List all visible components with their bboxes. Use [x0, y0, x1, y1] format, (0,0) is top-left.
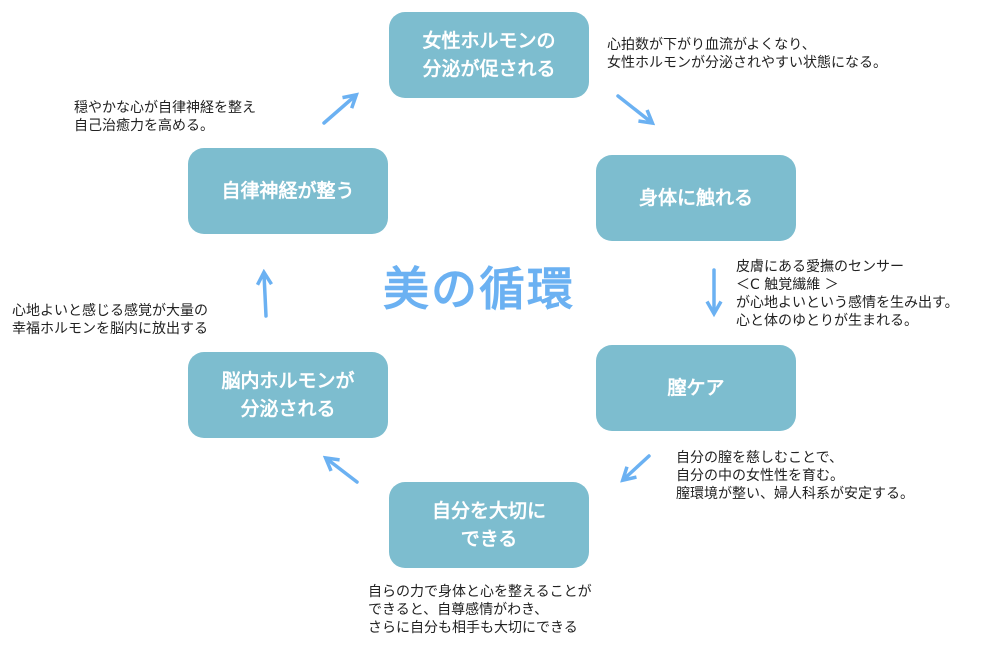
arrow-selfcare-to-brain — [322, 455, 359, 484]
note-hormone-line2: 女性ホルモンが分泌されやすい状態になる。 — [607, 55, 887, 71]
node-hormone-line2: 分泌が促される — [422, 58, 556, 80]
note-care-line1: 自分の膣を慈しむことで、 — [676, 450, 844, 466]
node-brain-line1: 脳内ホルモンが — [221, 370, 355, 392]
note-touch-line1: 皮膚にある愛撫のセンサー — [736, 259, 904, 275]
node-selfcare-line2: できる — [460, 528, 518, 550]
note-selfcare-line2: できると、自尊感情がわき、 — [368, 602, 549, 618]
node-care-line1: 膣ケア — [667, 377, 725, 399]
arrow-hormone-to-touch — [616, 94, 656, 126]
node-selfcare: 自分を大切に できる — [389, 482, 589, 568]
node-touch: 身体に触れる — [596, 155, 796, 241]
node-hormone-line1: 女性ホルモンの — [422, 30, 556, 52]
note-care-line3: 膣環境が整い、婦人科系が安定する。 — [676, 486, 914, 502]
note-autonomic-line2: 自己治癒力を高める。 — [74, 118, 214, 134]
note-selfcare-line1: 自らの力で身体と心を整えることが — [368, 584, 592, 600]
note-touch: 皮膚にある愛撫のセンサー ＜C 触覚繊維 ＞ が心地よいという感情を生み出す。 … — [736, 258, 959, 330]
node-brain-line2: 分泌される — [240, 398, 336, 420]
note-touch-line4: 心と体のゆとりが生まれる。 — [736, 313, 918, 329]
note-autonomic: 穏やかな心が自律神経を整え 自己治癒力を高める。 — [74, 99, 256, 135]
node-care: 膣ケア — [596, 345, 796, 431]
node-hormone: 女性ホルモンの 分泌が促される — [389, 12, 589, 98]
note-touch-line2: ＜C 触覚繊維 ＞ — [736, 277, 839, 293]
note-autonomic-line1: 穏やかな心が自律神経を整え — [74, 100, 256, 116]
note-brain: 心地よいと感じる感覚が大量の 幸福ホルモンを脳内に放出する — [12, 302, 208, 338]
node-selfcare-line1: 自分を大切に — [431, 500, 546, 522]
node-autonomic: 自律神経が整う — [188, 148, 388, 234]
node-autonomic-line1: 自律神経が整う — [221, 180, 355, 202]
diagram-title: 美の循環 — [383, 262, 575, 316]
note-care: 自分の膣を慈しむことで、 自分の中の女性性を育む。 膣環境が整い、婦人科系が安定… — [676, 449, 914, 503]
node-brain: 脳内ホルモンが 分泌される — [188, 352, 388, 438]
note-brain-line2: 幸福ホルモンを脳内に放出する — [12, 321, 208, 337]
note-selfcare-line3: さらに自分も相手も大切にできる — [368, 620, 578, 636]
note-brain-line1: 心地よいと感じる感覚が大量の — [12, 303, 208, 319]
note-care-line2: 自分の中の女性性を育む。 — [676, 468, 844, 484]
note-selfcare: 自らの力で身体と心を整えることが できると、自尊感情がわき、 さらに自分も相手も… — [368, 583, 592, 637]
note-hormone: 心拍数が下がり血流がよくなり、 女性ホルモンが分泌されやすい状態になる。 — [607, 36, 887, 72]
note-touch-line3: が心地よいという感情を生み出す。 — [736, 295, 959, 311]
note-hormone-line1: 心拍数が下がり血流がよくなり、 — [607, 37, 816, 53]
arrow-brain-to-autonomic — [255, 268, 273, 318]
node-touch-line1: 身体に触れる — [638, 187, 753, 209]
arrow-care-to-selfcare — [620, 454, 651, 483]
arrow-autonomic-to-hormone — [322, 92, 359, 125]
